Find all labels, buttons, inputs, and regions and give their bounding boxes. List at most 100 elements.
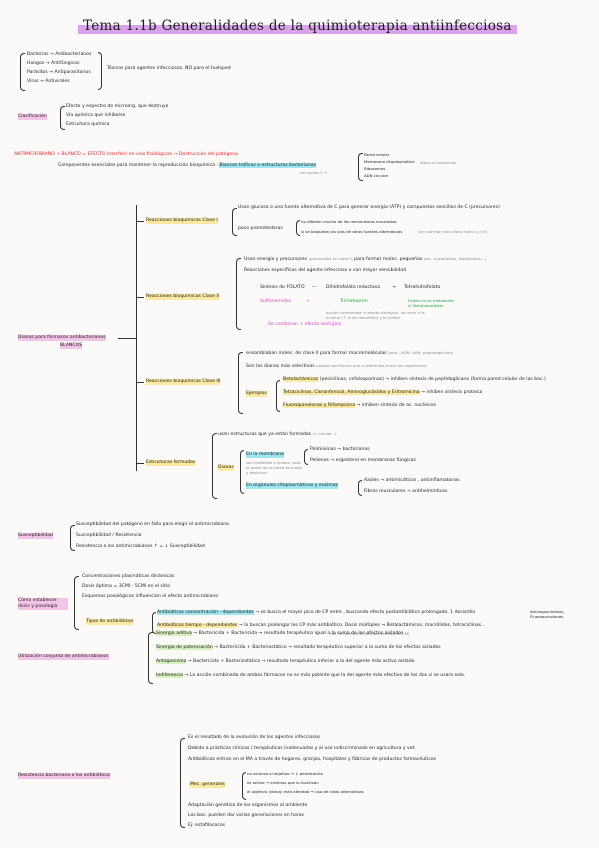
dianas-label: Dianas para fármacos antibacterianos — [18, 335, 106, 341]
antimicrobiano-sub-highlight: Blancos tróficos o estructuras bacterian… — [219, 163, 317, 168]
combinada-item-text: → Bactericida + Bactericida → resultado … — [193, 631, 404, 636]
antimicrobiano-right-item: Membrana citoplasmática — [364, 159, 415, 164]
azoles: Azoles → antimicóticos , antiinflamatori… — [364, 478, 460, 483]
combinada-label: Utilización conjunta de antimicrobianos — [18, 654, 109, 660]
estructuras-dianas: Dianas — [218, 465, 234, 471]
combinada-item-text: → La acción combinada de ambos fármacos … — [184, 673, 466, 678]
clase3-line1-gray: (prot., ADN, ARN, peptidoglicano) — [388, 350, 454, 355]
combinada-item: Indiferencia → La acción combinada de am… — [156, 673, 465, 679]
antimicrobiano-sub-prefix: Componentes esenciales para mantener la … — [58, 163, 218, 168]
branch-line — [136, 382, 144, 383]
folate-below-note: Acción combinada → efecto sinérgico, se … — [326, 310, 425, 320]
resistencia-label: Resistencia bacteriana a los antibiótico… — [18, 773, 111, 779]
susceptibilidad-item: Resistencia a los antimicrobianos ↑ = ↓ … — [76, 544, 205, 549]
clase1-line1: Usan glucosa o una fuente alternativa de… — [238, 205, 500, 210]
dosis-conc-note: Aminoglucósidos, Fluoroquinolonas — [530, 609, 565, 619]
resistencia-tail: Ej: estafilococos — [188, 823, 226, 828]
dosis-tiempo: Antibióticos tiempo - dependientes → lo … — [157, 623, 485, 629]
dianas-label-blancos: BLANCOS — [60, 343, 83, 349]
clase2-line1-text: Usan energía y precursores — [244, 257, 308, 262]
page-title: Tema 1.1b Generalidades de la quimiotera… — [78, 18, 517, 34]
resistencia-tail: Los bac. pueden dar varias generaciones … — [188, 813, 304, 818]
clase3-line1-text: ensamblaban molec. de clase II para form… — [246, 351, 387, 356]
intro-item: Bacterias → Antibacterianos — [27, 52, 92, 57]
intro-note: Tóxicos para agentes infecciosos, NO par… — [107, 66, 231, 71]
ejemplo-3: Fluoroquinolonas y Rifampicina → inhiben… — [283, 403, 436, 409]
clase3-line1: ensamblaban molec. de clase II para form… — [246, 350, 453, 357]
estructuras-membrana: En la membrana — [246, 452, 284, 458]
dosis-conc-hl: Antibióticos concentración - dependiente… — [157, 610, 254, 615]
resistencia-mec: Mec. generales — [190, 782, 225, 788]
dosis-conc-text: → se busca el mayor pico de CP entre , b… — [255, 610, 475, 615]
mec-brace — [242, 772, 246, 800]
folate-tmp: Trimetoprim — [340, 299, 368, 304]
clase2-line1: Usan energía y precursores (producidos e… — [244, 256, 486, 263]
branch-line — [136, 463, 144, 464]
clase3-line2-text: Son las dianas más selectivas — [246, 364, 315, 369]
dosis-tiempo-text: → lo buscan prolongar los CP más antibió… — [238, 623, 386, 628]
dosis-conc: Antibióticos concentración - dependiente… — [157, 610, 475, 616]
intro-item: Hongos → Antifúngicos — [27, 61, 80, 66]
estructuras-line1: usan estructuras que ya están formadas (… — [218, 431, 337, 438]
combinada-item-text: → Bactericida + Bacteriostático → result… — [187, 659, 415, 664]
estructuras-organulos: En orgánulos citoplasmáticos y enzimas — [246, 483, 339, 489]
susceptibilidad-label: Susceptibilidad — [18, 533, 53, 539]
estructuras-label: Estructuras formadas — [146, 460, 196, 466]
clase2-line1b-gray: (aa., nucleótidos, fosfolípidos...) — [423, 256, 486, 261]
dosis-tiempo-gray: (en % Tpercentil) sea por encima de CMI — [330, 631, 410, 636]
clase1-line2a: no difieren mucho de los mecanismos euca… — [301, 219, 397, 224]
clase1-label: Reacciones bioquímicas Clase I — [146, 218, 218, 224]
dianas-tree-stem — [118, 338, 136, 339]
clase1-line2b-gray: (ser corregir otra diana fuera y a ti) — [418, 229, 488, 234]
combinada-item: Antagonismo → Bactericida + Bacteriostát… — [156, 659, 414, 665]
branch-line — [136, 297, 144, 298]
estructuras-line1-text: usan estructuras que ya están formadas — [218, 432, 312, 437]
resistencia-item: Debido a prácticas clínicas / terapéutic… — [188, 746, 416, 751]
clasificacion-label: Clasificación — [18, 114, 47, 120]
folate-dhf: Dihidrofolato reductasa — [326, 285, 380, 290]
clasificacion-item: Estructura química — [66, 122, 110, 127]
branch-line — [136, 221, 144, 222]
ejemplo-2: Tetraciclinas, Cloranfenicol, Aminoglucó… — [283, 390, 482, 396]
folate-arrow: — — [312, 285, 317, 290]
antimicrobiano-right-item: Pared celular — [364, 152, 390, 157]
susceptibilidad-item: Susceptibilidad del patógeno en fallo pa… — [76, 522, 229, 527]
combinada-item: Sinergia de potenciación → Bactericida +… — [156, 645, 441, 651]
antimicrobiano-right-gray: ataca en bacterias — [420, 160, 457, 165]
dianas-tree-line — [136, 205, 137, 471]
combinada-brace — [148, 632, 153, 684]
folate-thf: Tetrahidrofolato — [404, 285, 441, 290]
dosis-item: Dosis óptima = 3CMI - 5CMI en el sitio — [82, 584, 170, 589]
dosis-label: Cómo establecer dosis y posología — [18, 598, 68, 610]
resistencia-item: Antibióticos entran en el MA a través de… — [188, 757, 436, 762]
ejemplo-2-hl: Tetraciclinas, Cloranfenicol, Aminoglucó… — [283, 390, 420, 395]
ejemplo-1: Betalactámicos (penicilinas, cefalospori… — [283, 377, 546, 383]
ejemplo-1-hl: Betalactámicos — [283, 377, 319, 382]
ejemplos-brace — [276, 380, 280, 412]
intro-item: Virus → Antivirales — [27, 79, 70, 84]
antimicrobiano-right-item: ADN circular — [364, 173, 389, 178]
intro-brace — [20, 53, 25, 91]
antimicrobiano-right-item: Ribosomas — [364, 166, 386, 171]
dosis-item: Concentraciones plasmáticas dinámicas — [82, 574, 175, 579]
folate-arrow: → — [392, 285, 396, 290]
organulos-brace — [358, 480, 362, 496]
clase1-sub-brace — [296, 220, 300, 236]
combinada-item: Sinergia aditiva → Bactericida + Bacteri… — [156, 631, 403, 637]
intro-close-brace — [98, 52, 102, 90]
dosis-tiempo-ex: Betalactámicos, macrólidos, tetraciclina… — [386, 623, 486, 628]
dosis-tipos: Tipos de antibióticos — [86, 619, 134, 625]
folate-plus: + — [306, 299, 310, 304]
clase2-brace — [236, 258, 241, 330]
polienos: Polienos → ergosterol en membranas fúngi… — [310, 458, 416, 463]
dosis-brace — [74, 576, 79, 630]
tipos-brace — [152, 612, 156, 634]
clase1-line2-label: poco prometedoras — [238, 226, 283, 231]
polimixinas: Polimixinas → bacterianas — [310, 447, 370, 452]
dianas-sub-brace — [240, 450, 244, 494]
estructuras-line1-gray: (*. celular...) — [312, 431, 337, 436]
antimicrobiano-sub-gray: ver punto 2 → — [300, 170, 328, 175]
folate-synthesis: Síntesis de FOLATO — [260, 285, 305, 290]
clase1-line2b: si se bloquean las vías de otras fuentes… — [301, 229, 403, 234]
clasificacion-item: Efecto y espectro de microorg. que destr… — [66, 104, 169, 109]
